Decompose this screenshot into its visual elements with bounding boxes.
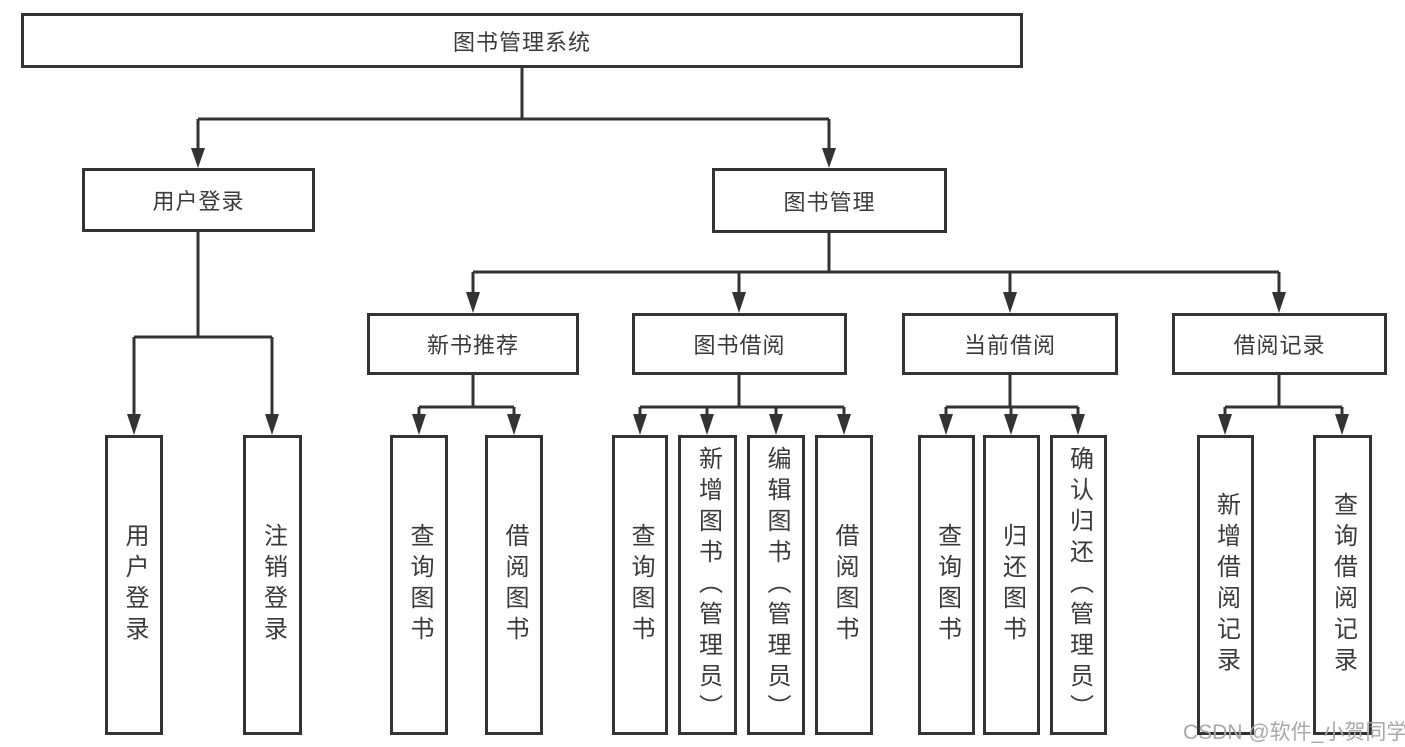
leaf-query-books: 查询图书 <box>612 435 668 735</box>
node-book-borrowing: 图书借阅 <box>632 313 847 375</box>
leaf-label: 注销登录 <box>259 523 287 647</box>
leaf-query-books: 查询图书 <box>390 435 448 735</box>
leaf-label: 查询图书 <box>406 523 433 647</box>
leaf-confirm-return-admin: 确认归还（管理员） <box>1050 435 1107 735</box>
node-label: 图书管理 <box>783 189 876 215</box>
node-current-borrowing: 当前借阅 <box>902 313 1118 375</box>
node-label: 图书管理系统 <box>452 29 591 55</box>
node-new-book-recommendation: 新书推荐 <box>367 313 579 375</box>
node-label: 用户登录 <box>152 189 245 214</box>
leaf-label: 借阅图书 <box>831 523 858 647</box>
leaf-label: 新增借阅记录 <box>1212 492 1240 678</box>
leaf-add-books-admin: 新增图书（管理员） <box>678 435 737 735</box>
leaf-label: 新增图书（管理员） <box>694 445 722 725</box>
leaf-return-books: 归还图书 <box>983 435 1040 735</box>
csdn-watermark: CSDN @软件_小贺同学 <box>1183 721 1405 744</box>
node-root-library-system: 图书管理系统 <box>21 13 1023 68</box>
node-borrowing-records: 借阅记录 <box>1172 313 1387 375</box>
node-label: 新书推荐 <box>426 333 519 358</box>
leaf-label: 查询图书 <box>627 523 654 647</box>
leaf-label: 确认归还（管理员） <box>1065 445 1093 725</box>
node-label: 图书借阅 <box>693 333 786 358</box>
leaf-logout: 注销登录 <box>243 435 302 735</box>
node-label: 借阅记录 <box>1233 333 1326 358</box>
leaf-borrow-books: 借阅图书 <box>815 435 873 735</box>
leaf-query-borrow-record: 查询借阅记录 <box>1313 435 1372 735</box>
leaf-borrow-books: 借阅图书 <box>485 435 543 735</box>
leaf-add-borrow-record: 新增借阅记录 <box>1197 435 1254 735</box>
leaf-query-books: 查询图书 <box>918 435 975 735</box>
node-book-management: 图书管理 <box>712 168 947 233</box>
leaf-label: 借阅图书 <box>501 523 528 647</box>
node-user-login: 用户登录 <box>82 168 315 232</box>
leaf-label: 用户登录 <box>121 523 148 647</box>
leaf-label: 编辑图书（管理员） <box>763 445 790 725</box>
leaf-label: 查询借阅记录 <box>1329 492 1357 678</box>
leaf-edit-books-admin: 编辑图书（管理员） <box>747 435 805 735</box>
arrowheads <box>127 148 1349 435</box>
leaf-label: 归还图书 <box>998 523 1026 647</box>
leaf-label: 查询图书 <box>933 523 961 647</box>
node-label: 当前借阅 <box>963 333 1056 358</box>
leaf-user-login: 用户登录 <box>105 435 163 735</box>
